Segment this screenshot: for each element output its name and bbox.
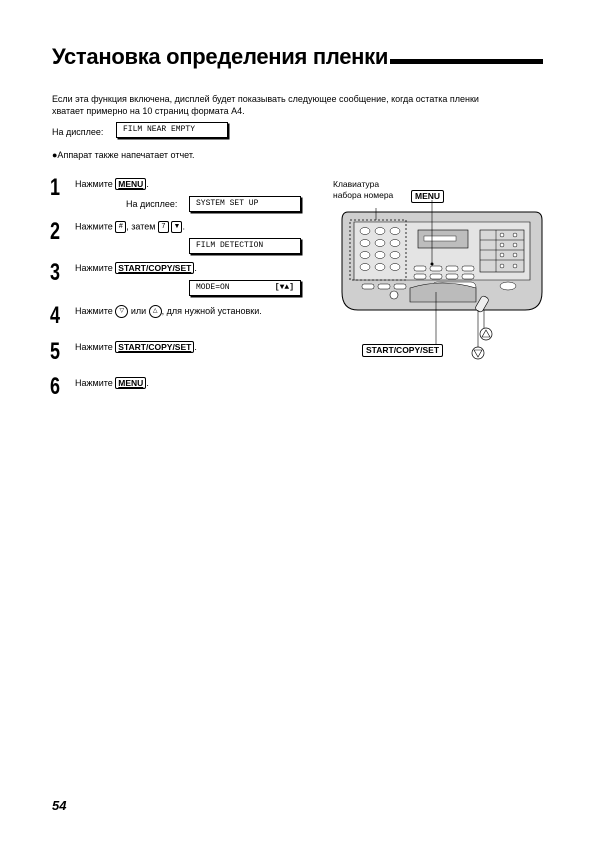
step-number-1: 1 [50,174,61,201]
menu-key-2: MENU [115,377,147,389]
step-6-suffix: . [146,378,149,388]
step-number-6: 6 [50,373,61,400]
lcd-mode-value: MODE=ON [196,283,230,292]
fax-machine-illustration [341,200,543,360]
step-6-text: Нажмите MENU. [75,377,149,389]
keypad-highlight [349,219,407,281]
diagram-start-copy-set-label: START/COPY/SET [362,344,444,357]
step-2-mid: , затем [126,221,156,232]
step-1-display-label: На дисплее: [126,199,178,209]
page-number: 54 [52,798,67,813]
down-arrow-key: ▼ [171,221,183,233]
step-5-suffix: . [194,342,197,352]
diagram-keypad-label: Клавиатура набора номера [333,179,393,201]
step-5-text: Нажмите START/COPY/SET. [75,341,197,353]
menu-key: MENU [115,178,147,190]
title-rule [390,59,543,64]
intro-paragraph: Если эта функция включена, дисплей будет… [52,94,552,117]
step-5-prefix: Нажмите [75,342,113,352]
start-copy-set-key: START/COPY/SET [115,262,195,274]
step-3-text: Нажмите START/COPY/SET. [75,262,197,274]
display-label: На дисплее: [52,127,104,137]
diagram-menu-label: MENU [411,190,445,203]
keypad-label-line-2: набора номера [333,190,394,200]
step-1-suffix: . [146,179,149,189]
up-triangle-icon: △ [148,305,162,318]
step-6-prefix: Нажмите [75,378,113,388]
lcd-display-system-set-up: SYSTEM SET UP [189,196,301,212]
lcd-display-mode-on: MODE=ON [▼▲] [189,280,301,296]
lcd-display-film-near-empty: FILM NEAR EMPTY [116,122,228,138]
step-number-3: 3 [50,259,61,286]
step-3-suffix: . [194,263,197,273]
intro-line-2: хватает примерно на 10 страниц формата A… [52,105,245,116]
step-1-prefix: Нажмите [75,179,113,189]
step-4-prefix: Нажмите [75,305,113,316]
down-triangle-icon: ▽ [115,305,129,318]
start-copy-set-key-2: START/COPY/SET [115,341,195,353]
intro-note: ●Аппарат также напечатает отчет. [52,150,195,160]
keypad-label-line-1: Клавиатура [333,179,380,189]
digit-7-key: 7 [157,221,169,233]
stop-button-shape [499,281,517,291]
step-2-prefix: Нажмите [75,221,113,232]
step-4-suffix: , для нужной установки. [161,305,262,316]
keypad-keys [359,227,401,271]
step-number-4: 4 [50,302,61,329]
step-3-prefix: Нажмите [75,263,113,273]
function-keys [413,265,475,280]
step-2-suffix: . [182,221,185,232]
lcd-display-film-detection: FILM DETECTION [189,238,301,254]
step-number-5: 5 [50,338,61,365]
page-title: Установка определения пленки [52,44,389,69]
lcd-arrow-hint: [▼▲] [274,283,294,292]
intro-line-1: Если эта функция включена, дисплей будет… [52,94,479,104]
step-2-text: Нажмите #, затем 7 ▼. [75,221,185,233]
step-4-text: Нажмите ▽ или △, для нужной установки. [75,305,262,318]
step-1-text: Нажмите MENU. [75,178,149,190]
hash-key: # [115,221,127,233]
step-number-2: 2 [50,218,61,245]
step-4-mid: или [130,305,147,316]
